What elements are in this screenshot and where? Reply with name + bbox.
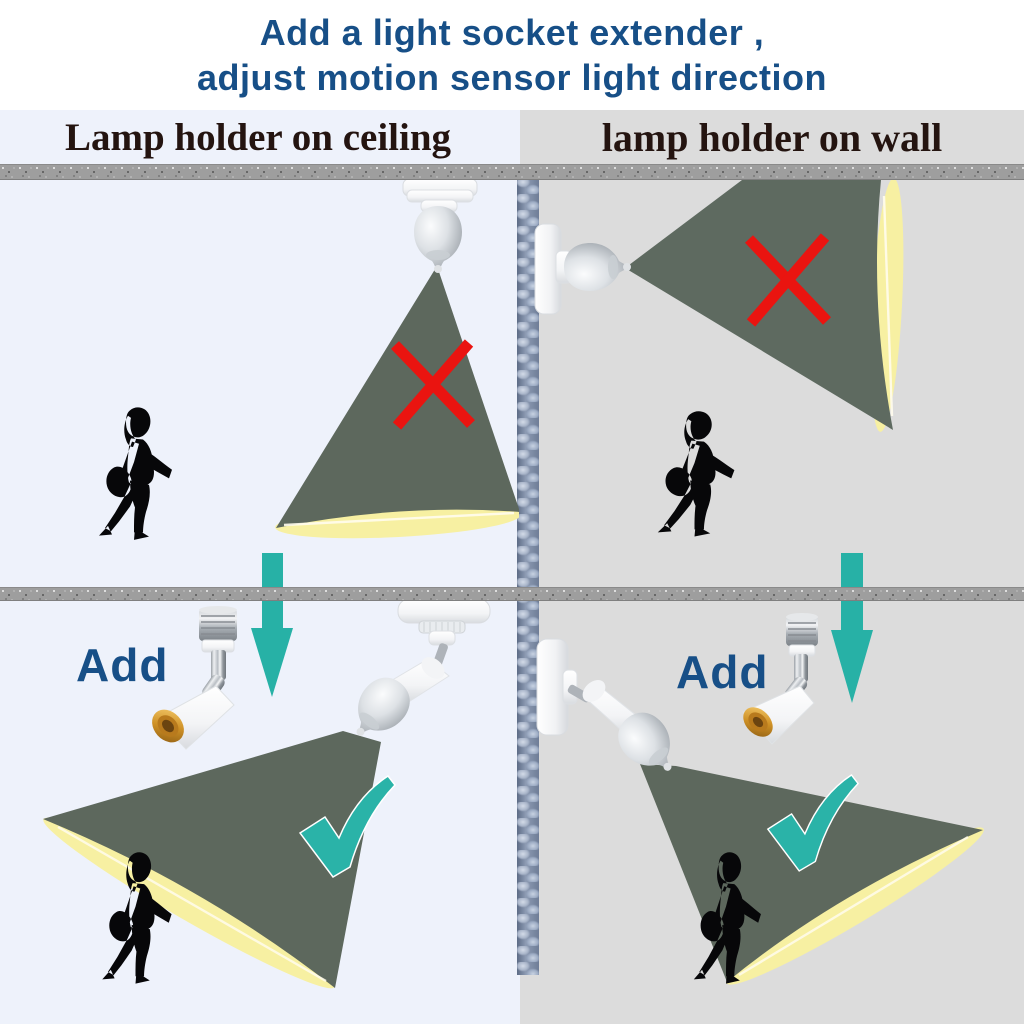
header-lamp-on-wall: lamp holder on wall	[601, 114, 943, 160]
divider-wall	[517, 178, 539, 975]
scene-svg	[43, 178, 984, 989]
wall-lamp-holder	[534, 223, 631, 315]
scene-top-left	[99, 178, 519, 540]
beam-bottom-right	[640, 764, 984, 985]
scene-bottom-left	[43, 553, 491, 989]
socket-extender	[152, 606, 237, 750]
cross-icon	[745, 233, 831, 327]
header-lamp-on-ceiling: Lamp holder on ceiling	[64, 115, 452, 159]
wall-lamp-with-extender	[536, 638, 689, 786]
ceiling-strip-top	[0, 164, 1024, 180]
sensor-bulb	[414, 206, 462, 273]
add-label-right: Add	[676, 646, 769, 698]
sensor-bulb	[564, 243, 631, 291]
ceiling-lamp-holder	[402, 178, 478, 273]
ceiling-lamp-with-extender	[339, 598, 491, 751]
title-area: Add a light socket extender , adjust mot…	[0, 0, 1024, 110]
add-label-left: Add	[76, 639, 169, 691]
title-line-2: adjust motion sensor light direction	[196, 57, 828, 98]
walking-person-icon	[99, 407, 172, 540]
ceiling-strip-bottom	[0, 587, 1024, 601]
beam-top-left	[275, 266, 519, 539]
beam-bottom-left	[43, 731, 381, 989]
scene-top-right	[534, 178, 904, 537]
cross-icon	[391, 339, 475, 430]
walking-person-icon	[657, 411, 735, 537]
down-arrow-icon	[831, 553, 873, 703]
scene-bottom-right	[536, 553, 984, 985]
down-arrow-icon	[251, 553, 293, 697]
title-line-1: Add a light socket extender ,	[259, 12, 765, 53]
socket-extender	[742, 613, 818, 745]
